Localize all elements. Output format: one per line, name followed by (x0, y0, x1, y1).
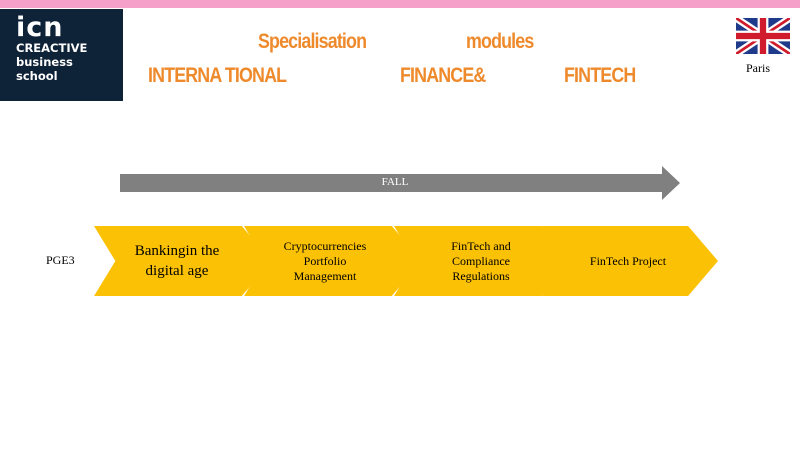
logo-line-1: CREACTIVE (16, 41, 88, 55)
program-label: PGE3 (46, 253, 75, 267)
title-word-specialisation: Specialisation (258, 30, 367, 53)
module-chevron-compliance (394, 226, 572, 296)
title-word-fintech: FINTECH (564, 64, 636, 87)
module-label-project: FinTech Project (589, 253, 667, 268)
module-chevron-banking (94, 226, 272, 296)
module-chevron-crypto (244, 226, 422, 296)
module-label-crypto: Cryptocurrencies Portfolio Management (283, 238, 367, 283)
title-word-finance: FINANCE& (400, 64, 486, 87)
fall-timeline-arrow (120, 166, 680, 200)
module-label-compliance: FinTech and Compliance Regulations (451, 238, 511, 283)
logo-mark: icn (16, 12, 64, 43)
module-label-banking: Bankingin the digital age (134, 243, 220, 279)
uk-flag-icon (736, 18, 790, 54)
logo-line-3: school (16, 69, 58, 83)
school-logo: icn CREACTIVE business school (0, 9, 123, 101)
title-word-modules: modules (466, 30, 534, 53)
top-stripe (0, 0, 800, 8)
title-word-international: INTERNA TIONAL (148, 64, 287, 87)
module-chevron-project (542, 226, 718, 296)
fall-label: FALL (381, 176, 409, 188)
city-label: Paris (746, 61, 770, 75)
logo-line-2: business (16, 55, 73, 69)
